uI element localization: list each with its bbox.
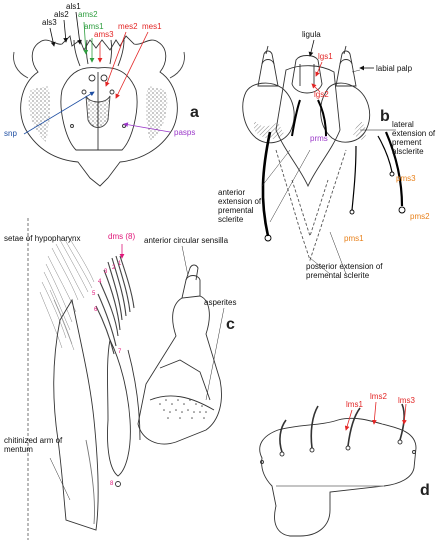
label-lgs1: lgs1: [318, 52, 333, 61]
label-pms3: pms3: [396, 174, 416, 183]
panel-a-letter: a: [190, 104, 199, 121]
label-dms-7: 7: [118, 349, 122, 355]
label-lms1: lms1: [346, 400, 363, 409]
label-mes1: mes1: [142, 22, 162, 31]
label-dms-5: 5: [92, 291, 96, 297]
label-lms3: lms3: [398, 396, 415, 405]
label-dms-6: 6: [94, 307, 98, 313]
label-lgs2: lgs2: [314, 90, 329, 99]
panel-c-letter: c: [226, 316, 235, 333]
label-pasps: pasps: [174, 128, 196, 137]
panel-b-arrows: [308, 39, 396, 131]
label-pms2: pms2: [410, 212, 430, 221]
panel-a-arrows: [23, 11, 171, 135]
label-dms-1: 1: [118, 261, 122, 267]
label-anterior-circular-sensilla: anterior circular sensilla: [144, 236, 229, 245]
label-setae-of-hypopharynx: setae of hypopharynx: [4, 234, 81, 243]
panel-b-drawing: [242, 45, 406, 275]
label-snp: snp: [4, 129, 17, 138]
panel-b-letter: b: [380, 108, 390, 125]
label-ams1: ams1: [84, 22, 104, 31]
panel-c-drawing: [27, 218, 225, 540]
label-prms: prms: [310, 134, 328, 143]
panel-d-letter: d: [420, 482, 430, 499]
label-dms-3: 3: [104, 269, 108, 275]
label-als1: als1: [66, 2, 81, 11]
label-dms-8: 8: [110, 481, 114, 487]
panel-a-drawing: [13, 35, 185, 187]
label-labial-palp: labial palp: [376, 64, 413, 73]
label-dms: dms (8): [108, 232, 136, 241]
panel-d-drawing: [259, 403, 417, 537]
label-als2: als2: [54, 10, 69, 19]
label-asperites: asperites: [204, 298, 237, 307]
label-als3: als3: [42, 18, 57, 27]
label-pms1: pms1: [344, 234, 364, 243]
label-ligula: ligula: [302, 30, 321, 39]
label-mes2: mes2: [118, 22, 138, 31]
label-anterior-extension: anterior extension of premental sclerite: [218, 188, 262, 224]
label-dms-4: 4: [98, 279, 102, 285]
panel-d-arrows: [344, 401, 407, 431]
label-posterior-extension: posterior extension of premental sclerit…: [306, 262, 383, 280]
label-chitinized-arm: chitinized arm of mentum: [4, 436, 63, 454]
label-lateral-extension: lateral extension of prement alsclerite: [392, 120, 436, 156]
label-dms-2: 2: [112, 265, 116, 271]
label-ams3: ams3: [94, 30, 114, 39]
label-lms2: lms2: [370, 392, 387, 401]
label-ams2: ams2: [78, 10, 98, 19]
